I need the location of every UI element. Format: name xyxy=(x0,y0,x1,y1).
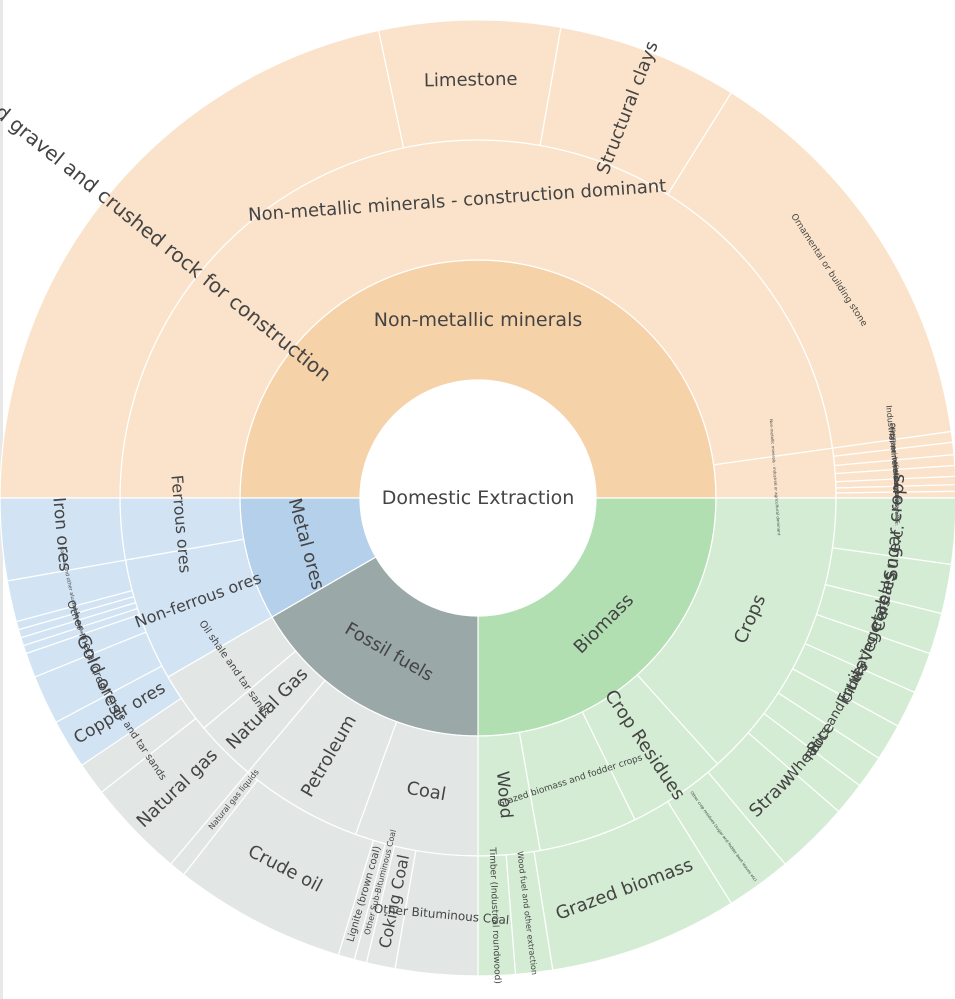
root-center[interactable] xyxy=(362,382,594,614)
segment-other-metal-ores[interactable] xyxy=(25,613,147,678)
label-gypsum: Gypsum xyxy=(888,432,898,458)
segment-iron-ores[interactable] xyxy=(0,497,127,582)
segment-copper-ores[interactable] xyxy=(55,665,183,767)
label-lead-ores: Lead ores xyxy=(76,621,87,641)
label-wood: Wood xyxy=(492,770,516,819)
root-label: Domestic Extraction xyxy=(382,487,575,509)
segment-gold-ores[interactable] xyxy=(34,631,163,724)
label-non-metallic-minerals: Non-metallic minerals xyxy=(374,309,583,331)
segment-bauxite-and-other-aluminium-ores[interactable] xyxy=(6,559,133,623)
label-zinc-ores: Zinc ores xyxy=(74,614,84,633)
label-chemical-minerals-n-e-c: Chemical minerals n.e.c. xyxy=(893,464,899,526)
label-salt: Salt xyxy=(892,477,899,489)
label-limestone: Limestone xyxy=(424,69,518,92)
label-tin-ores: Tin ores xyxy=(70,600,79,618)
segment-sand-gravel-and-crushed-rock-for-construction[interactable] xyxy=(0,29,405,499)
label-nickel-ores: Nickel ores xyxy=(72,606,83,628)
label-industrial-sand-and-gravel: Industrial sand and gravel xyxy=(892,457,899,522)
